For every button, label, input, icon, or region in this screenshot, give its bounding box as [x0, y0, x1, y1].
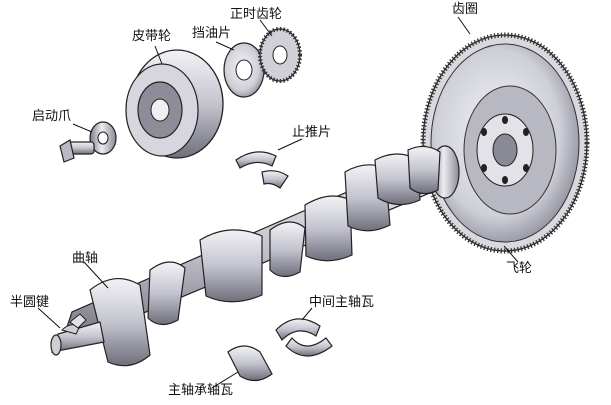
- woodruff-key: [61, 313, 87, 335]
- leader-lines: [37, 16, 519, 389]
- belt-pulley: [125, 49, 224, 159]
- leader-ring-gear: [457, 16, 471, 35]
- thrust-washer: [235, 151, 289, 189]
- thrust-washer-upper: [235, 151, 277, 169]
- ring-gear-teeth: [420, 32, 590, 254]
- middle-main-bearing-lower: [285, 337, 333, 357]
- bolt-hole: [481, 128, 487, 136]
- bolt-hole: [481, 164, 487, 172]
- timing-gear-teeth: [258, 27, 302, 83]
- label-oil-baffle: 挡油片: [192, 26, 232, 41]
- label-middle-main-bearing: 中间主轴瓦: [309, 295, 375, 310]
- crank-web: [304, 195, 353, 262]
- flywheel-center-bore: [492, 133, 518, 167]
- bolt-hole: [523, 128, 529, 136]
- leader-oil-baffle: [215, 41, 235, 51]
- oil-baffle-hole: [235, 59, 253, 81]
- woodruff-key-shape: [69, 313, 87, 329]
- leader-middle-main-bearing: [301, 307, 313, 321]
- crank-web: [147, 261, 186, 326]
- label-main-bearing: 主轴承轴瓦: [168, 383, 234, 398]
- start-claw-jaw: [59, 139, 75, 163]
- label-thrust-washer: 止推片: [292, 125, 332, 140]
- leader-timing-gear: [259, 19, 273, 37]
- label-crankshaft: 曲轴: [72, 251, 99, 266]
- main-bearing-shell: [227, 345, 273, 382]
- crank-web: [269, 221, 306, 278]
- thrust-washer-lower: [261, 170, 289, 189]
- label-woodruff-key: 半圆键: [10, 295, 50, 310]
- middle-main-bearing: [275, 318, 333, 357]
- pulley-hub: [150, 98, 170, 122]
- middle-main-bearing-upper: [275, 318, 321, 341]
- label-ring-gear: 齿圈: [452, 2, 479, 17]
- crank-web: [89, 278, 151, 367]
- timing-gear-bore: [272, 45, 288, 65]
- oil-baffle: [223, 42, 265, 98]
- bolt-hole: [523, 164, 529, 172]
- bolt-hole: [502, 176, 508, 184]
- leader-woodruff-key: [37, 307, 61, 329]
- label-timing-gear: 正时齿轮: [230, 7, 283, 22]
- start-claw-washer-hole: [97, 131, 109, 145]
- leader-start-claw: [72, 123, 93, 133]
- start-claw: [59, 121, 117, 163]
- crank-web: [199, 229, 263, 303]
- flywheel: [420, 32, 590, 254]
- leader-main-bearing: [211, 371, 239, 389]
- label-flywheel: 飞轮: [506, 261, 533, 276]
- timing-gear: [258, 27, 302, 83]
- leader-crankshaft: [83, 261, 109, 289]
- crankshaft: [50, 145, 460, 367]
- leader-flywheel: [503, 245, 519, 263]
- leader-thrust-washer: [277, 138, 303, 151]
- main-bearing-shell-body: [227, 345, 273, 382]
- crankshaft-front-end: [50, 334, 62, 356]
- crank-web: [407, 145, 441, 195]
- leader-belt-pulley: [154, 45, 163, 65]
- label-belt-pulley: 皮带轮: [132, 29, 172, 44]
- label-start-claw: 启动爪: [32, 109, 72, 124]
- bolt-hole: [502, 116, 508, 124]
